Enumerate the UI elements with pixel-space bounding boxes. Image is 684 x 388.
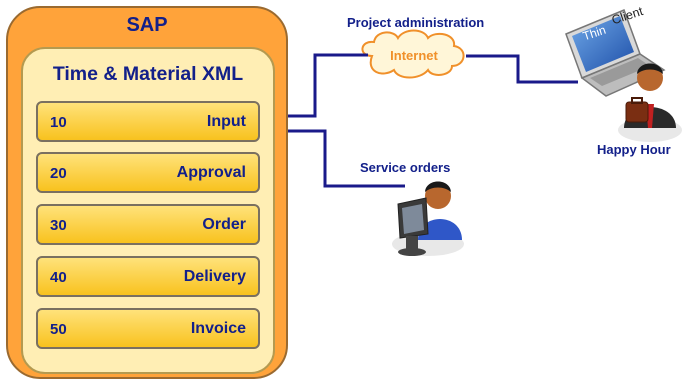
internet-to-input-arrow [264, 53, 368, 121]
project-administration-label: Project administration [347, 15, 485, 30]
businessman-icon [618, 63, 682, 142]
service-orders-label: Service orders [360, 160, 451, 175]
connector-lines [264, 53, 578, 188]
step-number: 20 [50, 165, 67, 182]
time-material-title: Time & Material XML [52, 63, 244, 85]
happy-hour-label: Happy Hour [597, 142, 671, 157]
step-number: 30 [50, 217, 67, 234]
step-delivery: 40 Delivery [36, 256, 260, 297]
step-order: 30 Order [36, 204, 260, 245]
internet-label: Internet [390, 48, 438, 63]
step-number: 40 [50, 269, 67, 286]
internet-cloud [361, 29, 465, 79]
thinclient-to-internet-line [466, 54, 578, 84]
step-label: Order [202, 216, 246, 233]
step-label: Delivery [183, 268, 246, 285]
laptop-icon [565, 9, 666, 97]
step-label: Invoice [190, 320, 246, 337]
step-invoice: 50 Invoice [36, 308, 260, 349]
step-approval: 20 Approval [36, 152, 260, 193]
sap-title: SAP [126, 14, 168, 36]
step-label: Approval [176, 164, 246, 181]
step-number: 10 [50, 114, 67, 131]
step-number: 50 [50, 321, 67, 338]
step-label: Input [206, 113, 246, 130]
service-orders-person-icon [392, 181, 464, 256]
service-orders-to-input-arrow [264, 126, 405, 188]
step-input: 10 Input [36, 101, 260, 142]
